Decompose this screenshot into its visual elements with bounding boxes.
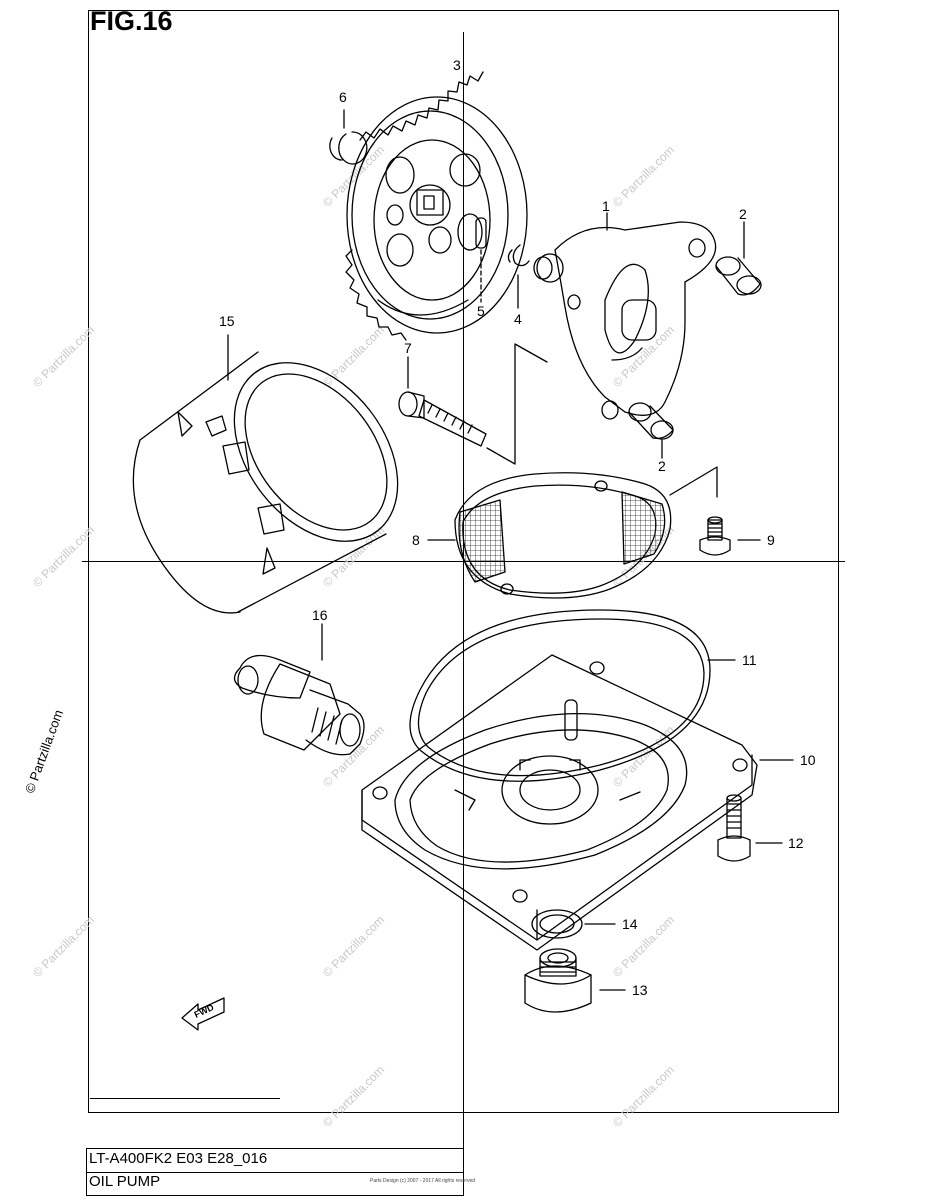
oil-pan-part-10 [361, 654, 794, 951]
diagram-name: OIL PUMP [89, 1173, 161, 1190]
callout-12: 12 [788, 835, 804, 851]
bolt-part-12 [717, 794, 783, 862]
callout-14: 14 [622, 916, 638, 932]
figure-title: FIG.16 [90, 6, 173, 36]
title-block-row-code: LT-A400FK2 E03 E28_016 [87, 1149, 463, 1173]
callout-5: 5 [477, 303, 485, 319]
callout-4: 4 [514, 311, 522, 327]
dowel-pin-part-2-upper [715, 221, 762, 296]
bolt-part-7 [398, 343, 548, 465]
callout-6: 6 [339, 89, 347, 105]
fwd-arrow-icon [181, 997, 225, 1031]
footer-rule [90, 1098, 280, 1099]
dowel-pin-part-2-lower [628, 402, 674, 459]
callout-11: 11 [742, 652, 757, 668]
copyright-notice: Parts Design (c) 2007 - 2017 All rights … [370, 1178, 476, 1184]
circlip-part-6 [329, 109, 368, 165]
driven-gear-part-3 [345, 71, 528, 341]
callout-8: 8 [412, 532, 420, 548]
gasket-part-11 [409, 609, 736, 782]
oil-strainer-part-8 [427, 466, 718, 599]
callout-7: 7 [404, 340, 412, 356]
callout-16: 16 [312, 607, 328, 623]
oil-pressure-switch-part-16 [233, 623, 365, 756]
pin-part-5 [475, 217, 487, 303]
bolt-part-9 [699, 516, 761, 556]
drain-plug-part-13 [524, 948, 626, 1013]
callout-9: 9 [767, 532, 775, 548]
clip-part-4 [507, 244, 530, 309]
title-block-row-name: OIL PUMP [87, 1172, 463, 1195]
callout-3: 3 [453, 57, 461, 73]
crosshair-vertical [463, 32, 464, 1160]
callout-2-upper: 2 [739, 206, 747, 222]
washer-part-14 [531, 909, 616, 939]
title-block: LT-A400FK2 E03 E28_016 OIL PUMP [86, 1148, 464, 1196]
callout-15: 15 [219, 313, 235, 329]
oil-pump-part-1 [533, 212, 717, 420]
callout-2-lower: 2 [658, 458, 666, 474]
oil-filter-part-15 [132, 334, 399, 614]
model-code: LT-A400FK2 E03 E28_016 [89, 1150, 268, 1167]
callout-1: 1 [602, 198, 610, 214]
callout-13: 13 [632, 982, 648, 998]
callout-10: 10 [800, 752, 816, 768]
